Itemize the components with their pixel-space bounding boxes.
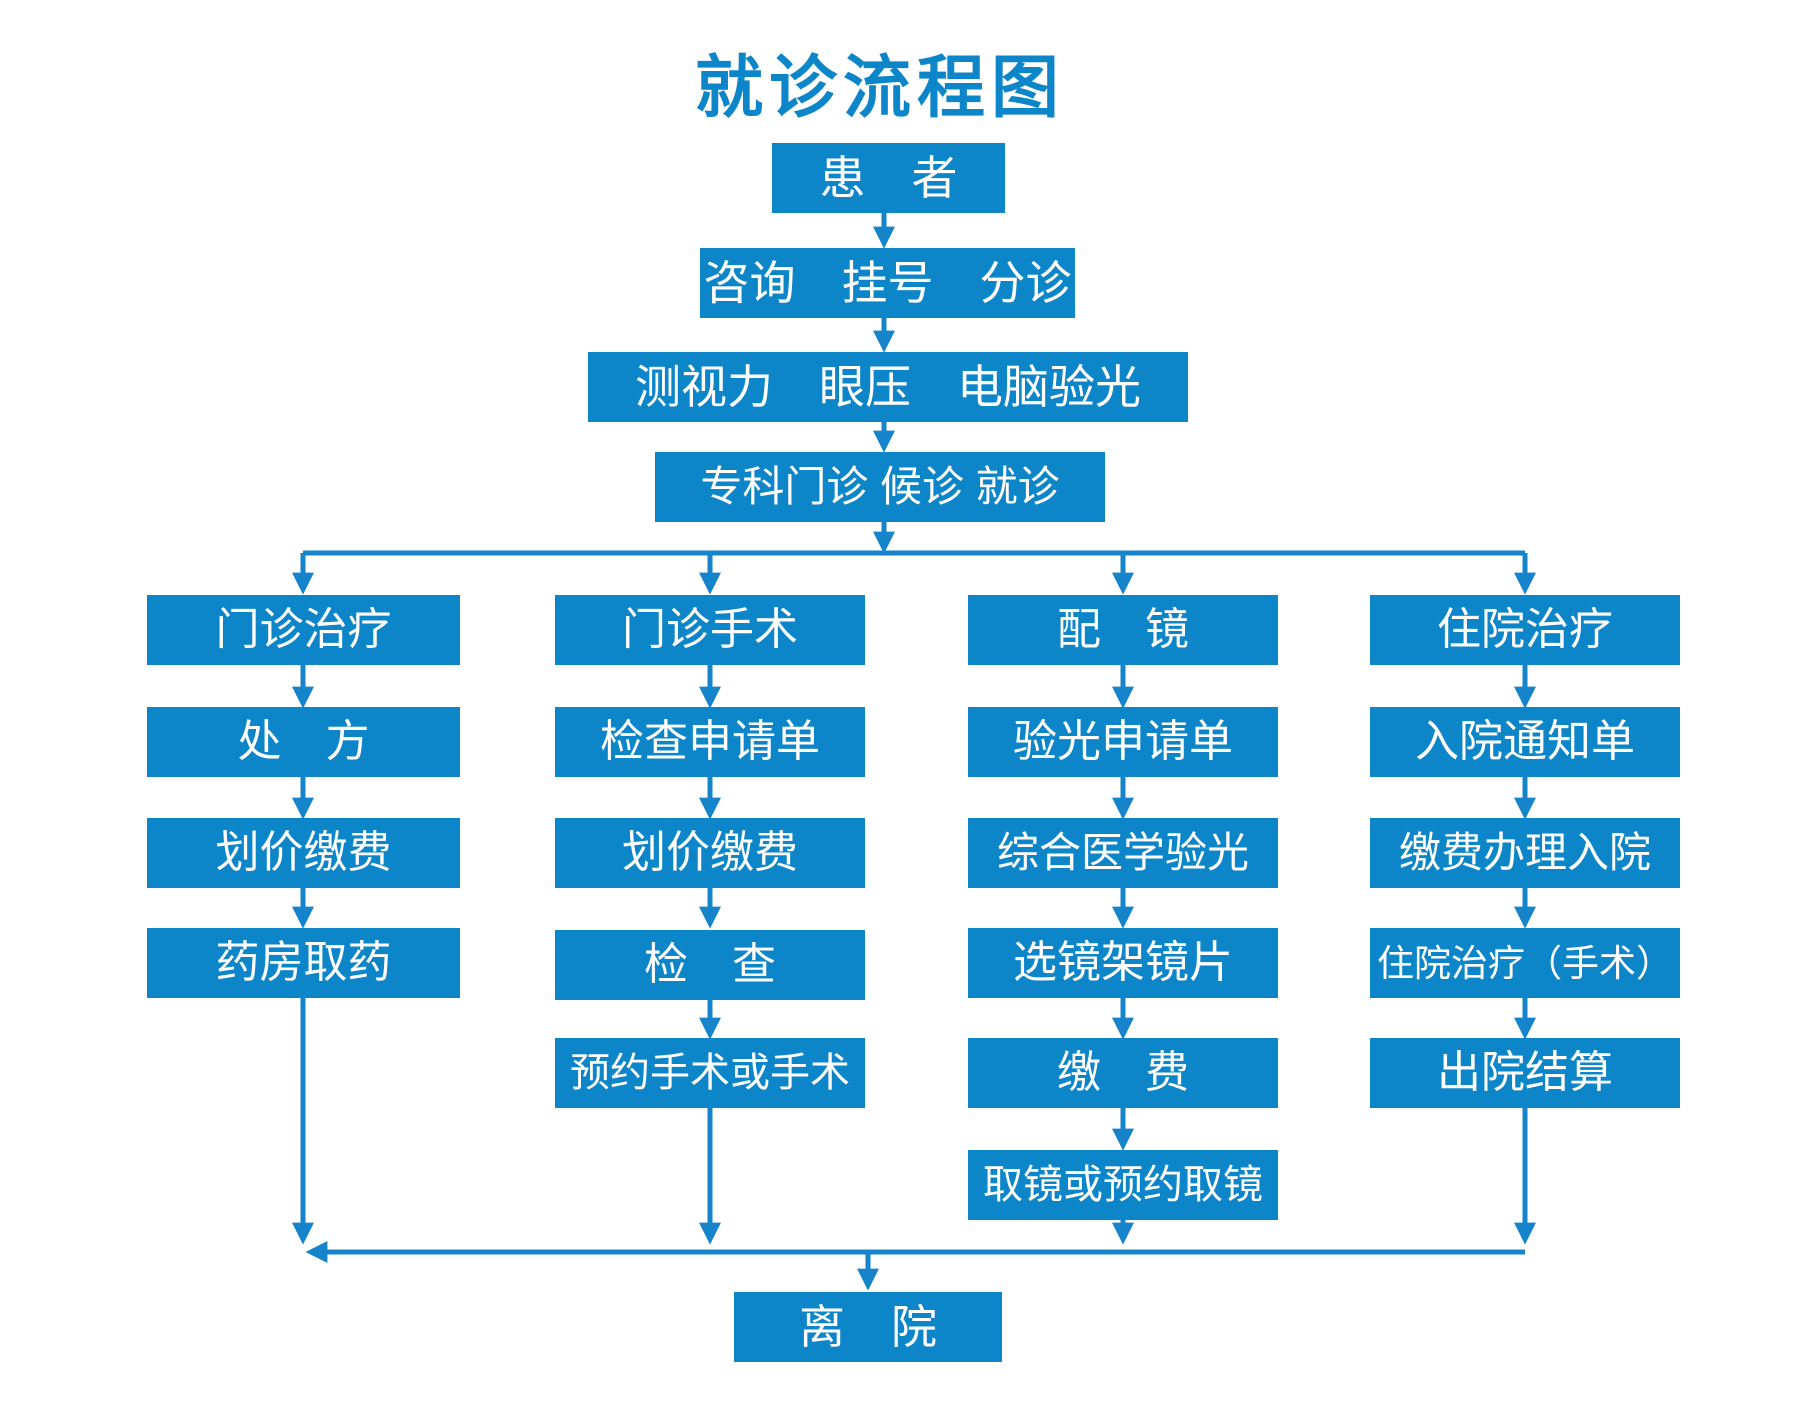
node-pricing-payment-1: 划价缴费 bbox=[147, 818, 460, 888]
node-payment: 缴 费 bbox=[968, 1038, 1278, 1108]
node-vision-pressure-optometry: 测视力 眼压 电脑验光 bbox=[588, 352, 1188, 422]
node-comprehensive-optometry: 综合医学验光 bbox=[968, 818, 1278, 888]
node-consult-register-triage: 咨询 挂号 分诊 bbox=[700, 248, 1075, 318]
node-specialist-clinic: 专科门诊 候诊 就诊 bbox=[655, 452, 1105, 522]
page-title: 就诊流程图 bbox=[694, 49, 1065, 126]
node-frame-lens-selection: 选镜架镜片 bbox=[968, 928, 1278, 998]
node-pharmacy-pickup: 药房取药 bbox=[147, 928, 460, 998]
node-surgery-appointment: 预约手术或手术 bbox=[555, 1038, 865, 1108]
node-discharge-settlement: 出院结算 bbox=[1370, 1038, 1680, 1108]
node-admission-payment: 缴费办理入院 bbox=[1370, 818, 1680, 888]
node-prescription: 处 方 bbox=[147, 707, 460, 777]
node-patient: 患 者 bbox=[772, 143, 1005, 213]
node-examination: 检 查 bbox=[555, 930, 865, 1000]
node-inpatient-surgery: 住院治疗（手术） bbox=[1370, 928, 1680, 998]
node-outpatient-treatment: 门诊治疗 bbox=[147, 595, 460, 665]
node-pricing-payment-2: 划价缴费 bbox=[555, 818, 865, 888]
node-glasses-pickup: 取镜或预约取镜 bbox=[968, 1150, 1278, 1220]
node-glasses-fitting: 配 镜 bbox=[968, 595, 1278, 665]
node-inpatient-treatment: 住院治疗 bbox=[1370, 595, 1680, 665]
node-outpatient-surgery: 门诊手术 bbox=[555, 595, 865, 665]
node-exam-request-form: 检查申请单 bbox=[555, 707, 865, 777]
node-admission-notice: 入院通知单 bbox=[1370, 707, 1680, 777]
node-leave-hospital: 离 院 bbox=[734, 1292, 1002, 1362]
node-optometry-request-form: 验光申请单 bbox=[968, 707, 1278, 777]
